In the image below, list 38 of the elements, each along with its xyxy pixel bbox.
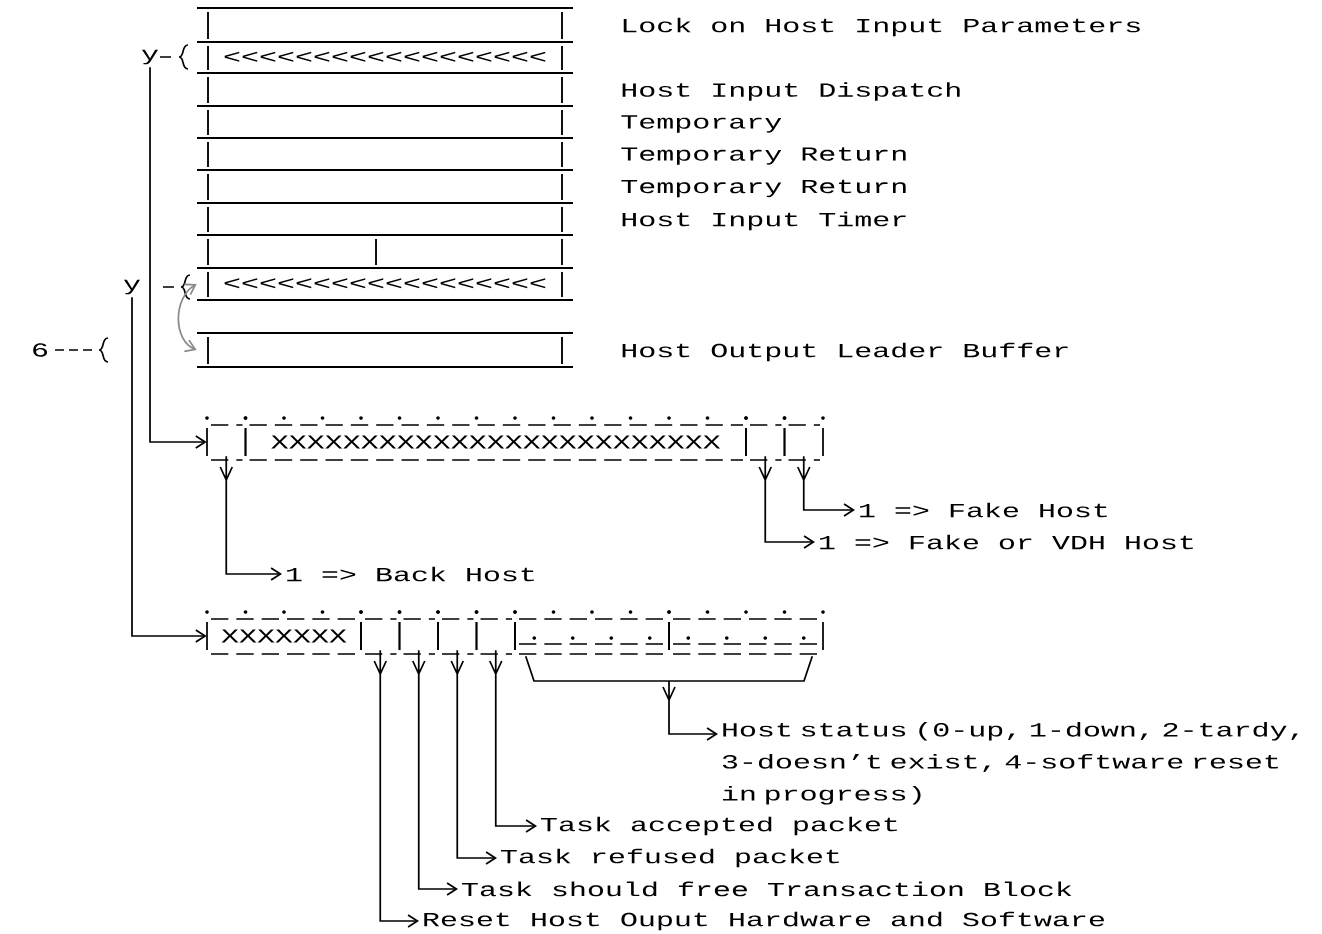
field-description: 1 => Fake or VDH Host (820, 534, 1193, 550)
bit-field-cell: XXXXXXXXXXXXXXXXXXXXXXXXX (243, 416, 748, 461)
row-description: Lock on Host Input Parameters (623, 17, 1140, 37)
row-description: Host Output Leader Buffer (622, 342, 1068, 362)
bit-field-cell (667, 610, 825, 655)
field-description: 1 => Fake Host (860, 502, 1107, 518)
arrow (450, 649, 497, 865)
field-description: Task refused packet (501, 848, 839, 868)
bit-field-cell (782, 416, 825, 461)
group-label: 6 (33, 343, 48, 357)
row-description: Temporary (621, 115, 782, 133)
node-label: XXXXXXXXXXXXXXXXXXXXXXXXX (271, 435, 721, 449)
row-description: Temporary Return (621, 147, 906, 165)
field-description: Task should free Transaction Block (462, 881, 1072, 897)
field-description: Reset Host Ouput Hardware and Software (424, 911, 1104, 931)
field-description: 1 => Back Host (287, 566, 534, 582)
field-description: Task accepted packet (541, 816, 897, 836)
arrow (758, 455, 815, 549)
row-description: Host Input Dispatch (622, 82, 960, 101)
status-description: Host status (0-up, 1-down, 2-tardy, 3-doesn’t exist, 4-software reset in progress) (722, 721, 1298, 805)
bracket-arrow (524, 655, 814, 741)
variable-label: y (123, 279, 140, 295)
arrow (219, 455, 282, 581)
node-label: XXXXXXX (221, 629, 347, 643)
word-row: <<<<<<<<<<<<<<<<<< (196, 267, 574, 301)
arrow (411, 649, 458, 896)
arrow (488, 649, 537, 833)
word-row (196, 332, 574, 368)
curved-arrow (177, 283, 197, 353)
arrow (796, 455, 855, 517)
bit-field-cell: XXXXXXX (205, 610, 363, 655)
arrow (373, 649, 419, 928)
variable-label: y (141, 49, 158, 65)
row-description: Temporary Return (621, 179, 906, 198)
word-row: <<<<<<<<<<<<<<<<<< (196, 41, 574, 74)
row-description: Host Input Timer (622, 211, 906, 231)
arrow (149, 66, 207, 449)
arrow (131, 296, 207, 643)
